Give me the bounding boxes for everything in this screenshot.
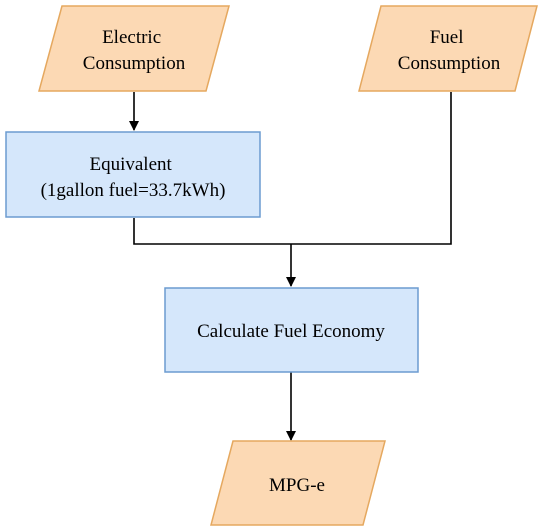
electric-consumption-label: Electric Consumption (83, 27, 186, 74)
equivalent-node: Equivalent (1gallon fuel=33.7kWh) (5, 131, 261, 218)
mpg-e-node: MPG-e (210, 440, 386, 526)
connector-equivalent-to-junction (133, 218, 291, 245)
equivalent-shape (5, 131, 261, 218)
fuel-consumption-label: Fuel Consumption (398, 27, 501, 74)
fuel-consumption-shape (358, 5, 538, 92)
fuel-consumption-node: Fuel Consumption (358, 5, 538, 92)
electric-consumption-node: Electric Consumption (38, 5, 230, 92)
calculate-fuel-economy-label: Calculate Fuel Economy (197, 321, 385, 342)
calculate-fuel-economy-node: Calculate Fuel Economy (164, 287, 419, 373)
mpg-e-shape (210, 440, 386, 526)
equivalent-label: Equivalent (1gallon fuel=33.7kWh) (41, 154, 226, 201)
calculate-fuel-economy-shape (164, 287, 419, 373)
electric-consumption-shape (38, 5, 230, 92)
mpg-e-label: MPG-e (269, 475, 325, 496)
connector-fuel-to-junction (291, 92, 452, 245)
connectors (129, 92, 452, 441)
